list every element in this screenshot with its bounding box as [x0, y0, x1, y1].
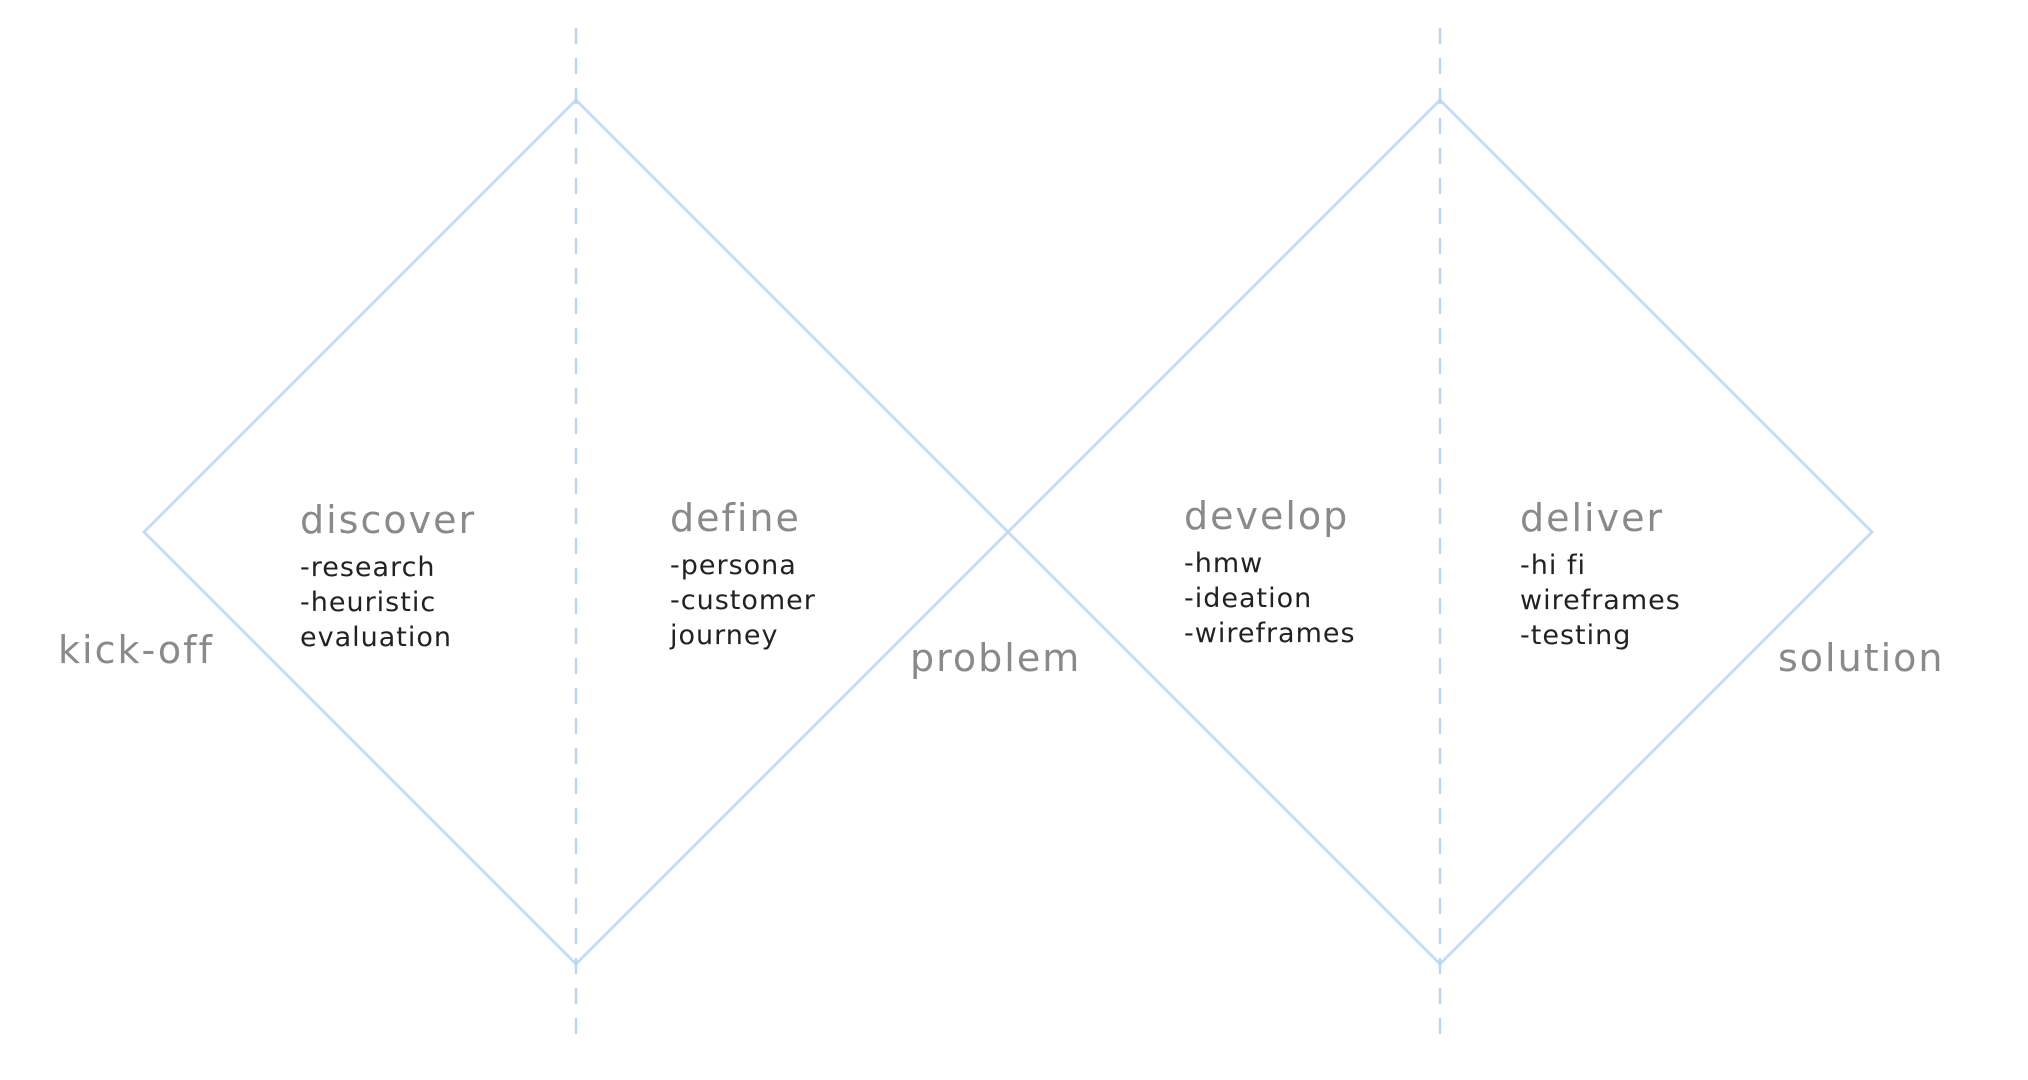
- problem-label: problem: [910, 636, 1082, 680]
- phase-item-list: -hmw -ideation -wireframes: [1184, 546, 1356, 651]
- phase-deliver: deliver -hi fi wireframes -testing: [1520, 496, 1681, 653]
- solution-label: solution: [1778, 636, 1945, 680]
- phase-item-list: -persona -customer journey: [670, 548, 816, 653]
- phase-title: define: [670, 496, 801, 540]
- list-item: -hmw: [1184, 548, 1264, 579]
- phase-item-list: -hi fi wireframes -testing: [1520, 548, 1681, 653]
- discover-define-diamond: [141, 97, 1011, 967]
- list-item: evaluation: [300, 622, 453, 653]
- phase-define: define -persona -customer journey: [670, 496, 816, 653]
- list-item: -ideation: [1184, 583, 1313, 614]
- phase-develop: develop -hmw -ideation -wireframes: [1184, 494, 1356, 651]
- list-item: -wireframes: [1184, 618, 1356, 649]
- list-item: -customer: [670, 585, 816, 616]
- list-item: wireframes: [1520, 585, 1681, 616]
- develop-deliver-diamond: [1005, 97, 1875, 967]
- list-item: journey: [670, 620, 779, 651]
- phase-title: develop: [1184, 494, 1350, 538]
- list-item: -persona: [670, 550, 797, 581]
- phase-title: discover: [300, 498, 477, 542]
- list-item: -heuristic: [300, 587, 437, 618]
- phase-title: deliver: [1520, 496, 1665, 540]
- list-item: -research: [300, 552, 436, 583]
- phase-item-list: -research -heuristic evaluation: [300, 550, 476, 655]
- kick-off-label: kick-off: [58, 628, 214, 672]
- phase-discover: discover -research -heuristic evaluation: [300, 498, 476, 655]
- list-item: -hi fi: [1520, 550, 1586, 581]
- list-item: -testing: [1520, 620, 1632, 651]
